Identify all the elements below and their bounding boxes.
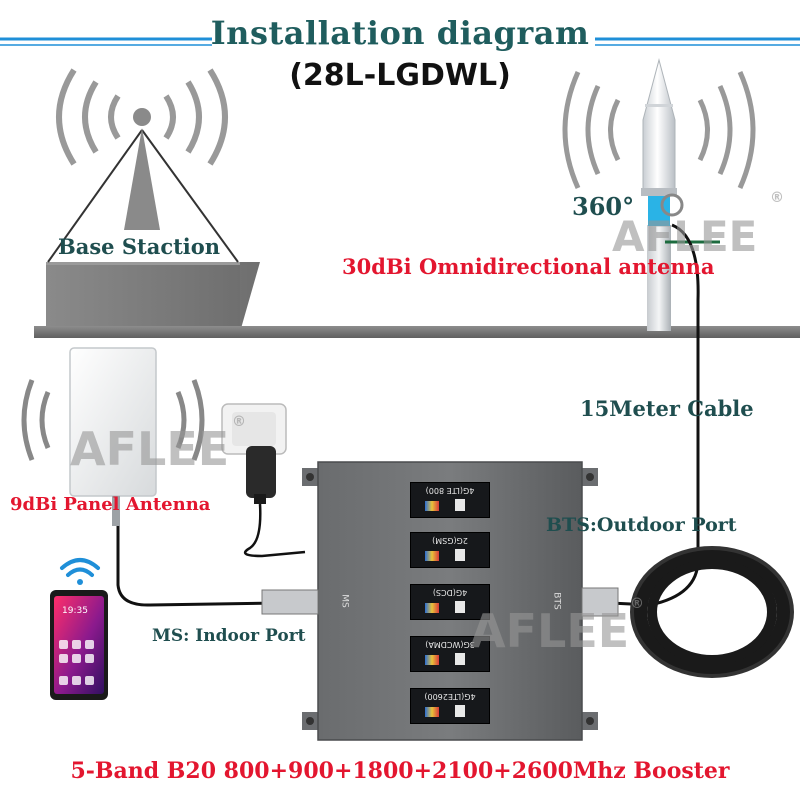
band-indicator: 4G(LTE 800) [410, 482, 490, 518]
outdoor-cable [609, 223, 700, 607]
registered-mark: ® [630, 596, 644, 612]
cable-coil [630, 546, 794, 678]
smartphone [50, 590, 108, 700]
omni-angle-label: 360° [572, 192, 635, 221]
power-adapter [221, 403, 306, 558]
antenna-icon [455, 653, 465, 665]
band-indicator: 2G(GSM) [410, 532, 490, 568]
registered-mark: ® [232, 414, 246, 430]
outdoor-port-label: BTS:Outdoor Port [546, 514, 737, 536]
antenna-icon [455, 549, 465, 561]
brand-watermark: AFLEE [612, 212, 758, 261]
antenna-icon [455, 705, 465, 717]
brand-watermark: AFLEE [70, 422, 230, 476]
registered-mark: ® [770, 190, 784, 206]
omni-antenna [562, 58, 756, 331]
band-label: 4G(LTE2600) [424, 692, 476, 701]
base-station-tower [47, 68, 239, 263]
band-label: 4G(LTE 800) [425, 486, 475, 495]
band-label: 4G(DCS) [432, 588, 468, 597]
panel-antenna-label: 9dBi Panel Antenna [10, 494, 211, 515]
antenna-icon [455, 499, 465, 511]
diagram-title: Installation diagram [210, 14, 590, 52]
brand-watermark: AFLEE [470, 604, 630, 658]
building [34, 262, 800, 338]
cable-length-label: 15Meter Cable [580, 396, 754, 421]
indoor-cable [116, 526, 281, 607]
signal-led-icon [425, 603, 439, 613]
base-station-label: Base Staction [58, 234, 221, 259]
omni-antenna-label: 30dBi Omnidirectional antenna [342, 254, 715, 279]
ms-port-label: MS [339, 594, 350, 608]
band-indicator: 4G(LTE2600) [410, 688, 490, 724]
phone-time: 19:35 [62, 606, 88, 616]
band-indicator: 3G(WCDMA) [410, 636, 490, 672]
wifi-icon [60, 558, 100, 585]
band-indicator: 4G(DCS) [410, 584, 490, 620]
antenna-icon [455, 601, 465, 613]
title-decoration [0, 37, 800, 46]
indoor-port-label: MS: Indoor Port [152, 626, 306, 646]
product-description: 5-Band B20 800+900+1800+2100+2600Mhz Boo… [70, 758, 730, 784]
signal-led-icon [425, 551, 439, 561]
signal-led-icon [425, 707, 439, 717]
model-number: (28L-LGDWL) [289, 58, 511, 93]
signal-led-icon [425, 655, 439, 665]
signal-led-icon [425, 501, 439, 511]
band-indicator-list: 4G(LTE 800) 2G(GSM) 4G(DCS) 3G(WCDMA) 4G… [410, 0, 490, 800]
panel-antenna [21, 347, 205, 526]
band-label: 2G(GSM) [432, 536, 468, 545]
